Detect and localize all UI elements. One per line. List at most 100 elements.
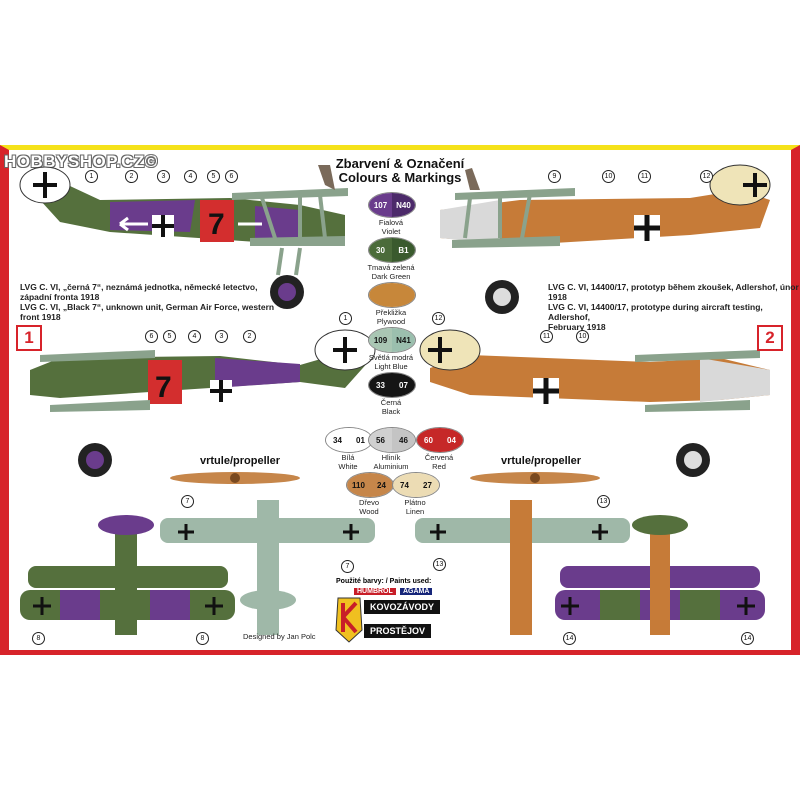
callout-3: 3 <box>157 170 170 183</box>
paint-code: 107 <box>369 193 392 217</box>
designer-credit: Designed by Jan Polc <box>243 632 316 641</box>
callout-8b: 8 <box>196 632 209 645</box>
prostejov-brand: PROSTĚJOV <box>364 624 432 638</box>
title-czech: Zbarvení & Označení <box>335 156 465 171</box>
profile-black7-left-side <box>30 329 376 477</box>
propeller-label-left: vrtule/propeller <box>200 455 281 467</box>
paint-name-en: Wood <box>359 507 379 516</box>
callout-11: 11 <box>638 170 651 183</box>
callout-4: 4 <box>184 170 197 183</box>
callout-2: 2 <box>125 170 138 183</box>
callout-9: 9 <box>548 170 561 183</box>
callout-4-mid: 4 <box>188 330 201 343</box>
callout-1: 1 <box>85 170 98 183</box>
callout-1-mid: 1 <box>339 312 352 325</box>
paint-name-en: Aluminium <box>373 462 409 471</box>
paint-name-en: White <box>338 462 358 471</box>
paint-code: 04 <box>440 428 463 452</box>
paint-color-oval <box>368 282 416 308</box>
planview-right-lower <box>415 500 630 635</box>
title-english: Colours & Markings <box>338 170 462 185</box>
paint-name-cz: Černá <box>380 398 402 407</box>
paint-code: 07 <box>392 373 415 397</box>
callout-7b: 7 <box>341 560 354 573</box>
paint-name-en: Plywood <box>376 317 406 326</box>
callout-8a: 8 <box>32 632 45 645</box>
profile-2-badge: 2 <box>757 325 783 351</box>
paint-code: 74 <box>393 473 416 497</box>
paint-name-en: Light Blue <box>374 362 408 371</box>
paint-name-en: Dark Green <box>371 272 411 281</box>
callout-14b: 14 <box>741 632 754 645</box>
paint-name-cz: Překližka <box>375 308 407 317</box>
paint-code: 01 <box>349 428 372 452</box>
propeller-right <box>470 472 600 484</box>
callout-6: 6 <box>225 170 238 183</box>
paint-name-cz: Plátno <box>404 498 426 507</box>
paint-name-en: Red <box>432 462 446 471</box>
agama-brand: AGAMA <box>400 588 433 595</box>
profile-14400-right-side <box>419 329 770 477</box>
paint-code: N40 <box>392 193 415 217</box>
watermark: HOBBYSHOP.CZ© <box>4 152 158 171</box>
profile-1-badge: 1 <box>16 325 42 351</box>
callout-13b: 13 <box>433 558 446 571</box>
paint-name-cz: Fialová <box>378 218 404 227</box>
paint-code: 56 <box>369 428 392 452</box>
paint-name-cz: Bílá <box>341 453 355 462</box>
propeller-left <box>170 472 300 484</box>
callout-12: 12 <box>700 170 713 183</box>
paint-code: 110 <box>347 473 370 497</box>
planview-right-upper <box>555 515 765 635</box>
paint-code <box>392 283 415 307</box>
callout-14a: 14 <box>563 632 576 645</box>
paint-code: 30 <box>369 238 392 262</box>
paint-name-cz: Dřevo <box>358 498 379 507</box>
kovozavody-brand: KOVOZÁVODY <box>364 600 441 614</box>
paint-code <box>369 283 392 307</box>
profile-14400-left-side <box>440 164 771 314</box>
callout-3-mid: 3 <box>215 330 228 343</box>
paint-code: 46 <box>392 428 415 452</box>
profile-black7-right-side <box>19 165 348 309</box>
callout-13a: 13 <box>597 495 610 508</box>
paint-name-cz: Tmavá zelená <box>367 263 415 272</box>
paint-code: B1 <box>392 238 415 262</box>
callout-10-mid: 10 <box>576 330 589 343</box>
callout-6-mid: 6 <box>145 330 158 343</box>
paint-code: 109 <box>369 328 392 352</box>
paint-name-cz: Hliník <box>381 453 401 462</box>
paint-code: 27 <box>416 473 439 497</box>
callout-5-mid: 5 <box>163 330 176 343</box>
paint-name-cz: Červená <box>424 453 454 462</box>
paint-code: 34 <box>326 428 349 452</box>
fuselage-number-7-top: 7 <box>208 208 225 241</box>
callout-7a: 7 <box>181 495 194 508</box>
profile-2-caption: LVG C. VI, 14400/17, prototyp během zkou… <box>548 282 799 332</box>
profile-1-caption: LVG C. VI, „černá 7“, neznámá jednotka, … <box>20 282 275 322</box>
paint-name-en: Black <box>381 407 401 416</box>
paint-code: N41 <box>392 328 415 352</box>
callout-10: 10 <box>602 170 615 183</box>
callout-2-mid: 2 <box>243 330 256 343</box>
paint-name-en: Violet <box>381 227 401 236</box>
paints-used-label: Použité barvy: / Paints used: <box>336 578 432 585</box>
kovozavody-logo-mark <box>335 597 363 643</box>
